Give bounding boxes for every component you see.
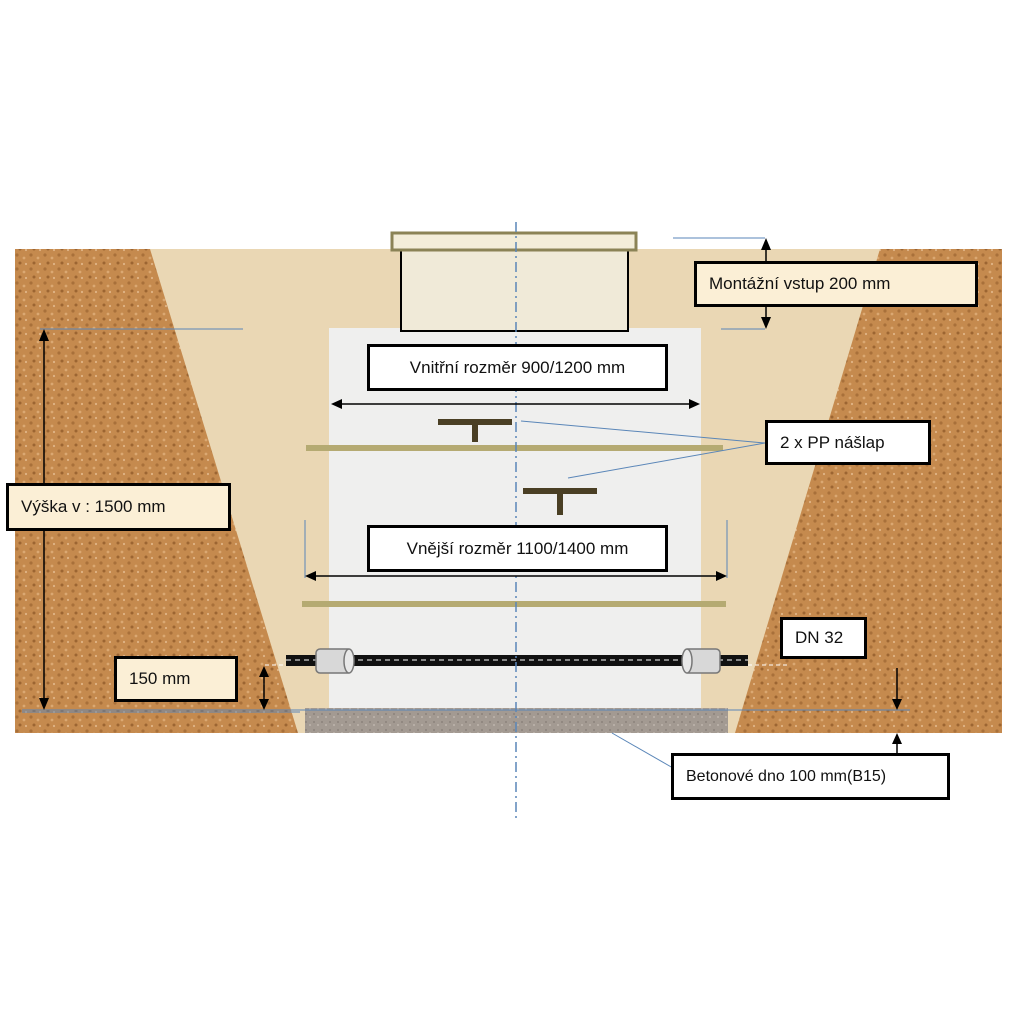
step-lower-icon (523, 488, 597, 515)
label-vnitrni-rozmer: Vnitřní rozměr 900/1200 mm (367, 344, 668, 391)
label-150mm: 150 mm (114, 656, 238, 702)
label-vyska: Výška v : 1500 mm (6, 483, 231, 531)
pipe-sleeve-right (681, 648, 721, 674)
inner-dimension-arrow (331, 399, 700, 409)
label-vnejsi-rozmer: Vnější rozměr 1100/1400 mm (367, 525, 668, 572)
leader-step-lower (567, 442, 766, 479)
label-betonove-dno: Betonové dno 100 mm(B15) (671, 753, 950, 800)
rung-lower (302, 601, 726, 607)
step-upper-icon (438, 419, 512, 442)
pipe-sleeve-left (315, 648, 355, 674)
leader-step-upper (520, 420, 766, 444)
leader-concrete (611, 732, 674, 769)
label-montazni-vstup: Montážní vstup 200 mm (694, 261, 978, 307)
manhole-lid (390, 231, 638, 252)
concrete-dimension-arrow (892, 668, 902, 760)
rung-upper (306, 445, 723, 451)
pipe-dn32 (286, 655, 748, 666)
pipe-height-arrow (259, 666, 269, 710)
label-dn32: DN 32 (780, 617, 867, 659)
shaft-body (329, 328, 701, 708)
label-pp-naslap: 2 x PP nášlap (765, 420, 931, 465)
outer-dimension-arrow (305, 571, 727, 581)
entry-collar (400, 248, 629, 332)
